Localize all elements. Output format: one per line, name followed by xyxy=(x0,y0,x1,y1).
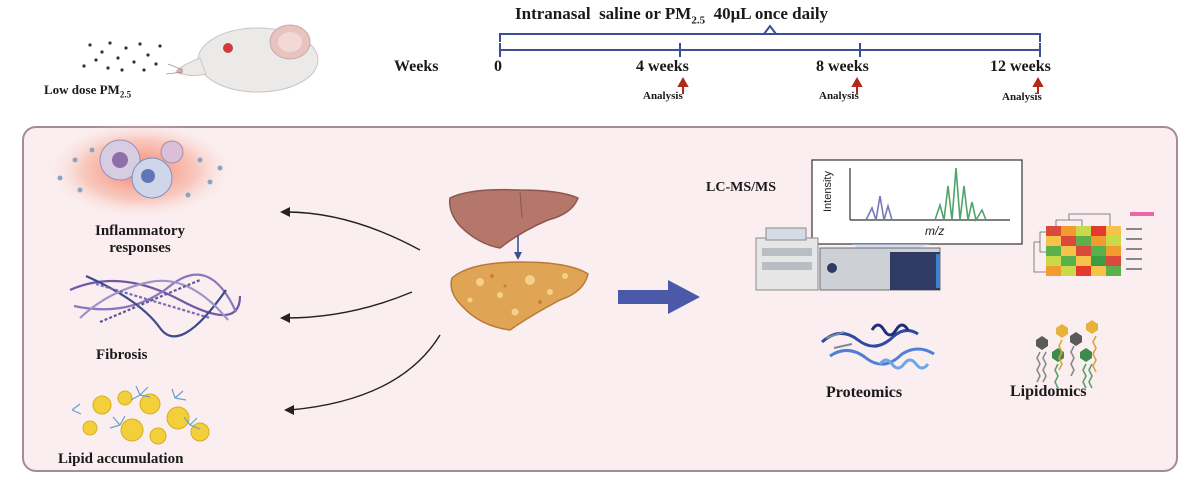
fibrosis-icon xyxy=(69,273,242,338)
inflammation-icon xyxy=(45,120,235,220)
analysis-label-8: Analysis xyxy=(819,90,859,102)
outcome-lipid-label: Lipid accumulation xyxy=(58,451,184,467)
proteomics-label: Proteomics xyxy=(826,384,903,401)
outcome-arrowheads xyxy=(280,207,294,415)
fatty-liver-icon xyxy=(450,261,589,331)
timeline xyxy=(499,24,1041,57)
outcome-inflammatory-label: Inflammatory responses xyxy=(95,223,185,256)
lcms-label: LC-MS/MS xyxy=(706,180,776,195)
analysis-label-4: Analysis xyxy=(643,90,683,102)
spectrum-y-label: Intensity xyxy=(822,171,834,212)
protein-structure-icon xyxy=(821,323,935,370)
outcome-arrows xyxy=(285,211,441,411)
mouse-icon xyxy=(165,24,319,93)
analysis-arrows xyxy=(677,76,1044,94)
lipid-molecules-icon xyxy=(1036,320,1098,389)
spectrum-box xyxy=(811,159,1023,262)
top-section-graphic xyxy=(82,24,1044,94)
pm-particles xyxy=(82,41,162,72)
tick-label-4: 4 weeks xyxy=(636,58,689,75)
spectrum-x-label: m/z xyxy=(925,224,945,238)
tick-label-8: 8 weeks xyxy=(816,58,869,75)
big-arrow-icon xyxy=(618,280,700,314)
lipid-icon xyxy=(71,385,210,445)
analysis-label-12: Analysis xyxy=(1002,91,1042,103)
tick-label-0: 0 xyxy=(494,58,502,75)
weeks-label: Weeks xyxy=(394,58,439,75)
tick-label-12: 12 weeks xyxy=(990,58,1051,75)
pm-label: Low dose PM2.5 xyxy=(44,82,132,100)
healthy-liver-icon xyxy=(448,188,579,249)
heatmap-icon xyxy=(1033,212,1154,276)
outcome-fibrosis-label: Fibrosis xyxy=(96,347,148,363)
lcms-instrument-icon xyxy=(755,227,941,291)
lipidomics-label: Lipidomics xyxy=(1010,383,1087,400)
progression-arrow xyxy=(514,236,522,260)
timeline-title: Intranasal saline or PM2.5 40μL once dai… xyxy=(515,4,829,27)
